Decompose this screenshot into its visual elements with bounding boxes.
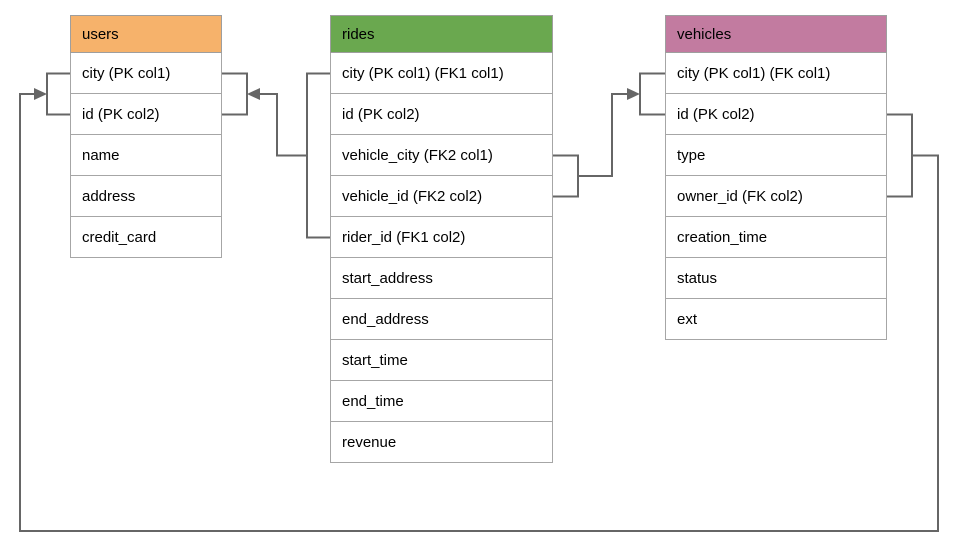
table-vehicles: vehicles city (PK col1) (FK col1) id (PK … bbox=[665, 15, 887, 340]
table-row: start_time bbox=[330, 340, 553, 381]
table-row: end_time bbox=[330, 381, 553, 422]
table-row: type bbox=[665, 135, 887, 176]
table-title: users bbox=[82, 25, 119, 43]
table-row: status bbox=[665, 258, 887, 299]
fk2-arrowhead-icon bbox=[627, 88, 640, 100]
column-label: creation_time bbox=[677, 228, 768, 246]
column-label: city (PK col1) bbox=[82, 64, 171, 82]
fk3-arrowhead-icon bbox=[34, 88, 47, 100]
column-label: start_address bbox=[342, 269, 433, 287]
table-row: city (PK col1) (FK col1) bbox=[665, 53, 887, 94]
table-row: address bbox=[70, 176, 222, 217]
table-row: credit_card bbox=[70, 217, 222, 258]
fk2-vehicles-bracket bbox=[639, 72, 665, 116]
table-row: ext bbox=[665, 299, 887, 340]
fk3-users-bracket bbox=[46, 72, 70, 116]
column-label: vehicle_city (FK2 col1) bbox=[342, 146, 493, 164]
table-vehicles-rows: city (PK col1) (FK col1) id (PK col2) type… bbox=[665, 53, 887, 340]
column-label: end_time bbox=[342, 392, 404, 410]
fk3-link-line bbox=[19, 93, 939, 532]
column-label: id (PK col2) bbox=[82, 105, 160, 123]
column-label: address bbox=[82, 187, 136, 205]
table-row: end_address bbox=[330, 299, 553, 340]
fk1-users-bracket bbox=[222, 72, 248, 116]
column-label: id (PK col2) bbox=[677, 105, 755, 123]
table-row: creation_time bbox=[665, 217, 887, 258]
table-row: vehicle_id (FK2 col2) bbox=[330, 176, 553, 217]
fk1-link-line bbox=[259, 93, 307, 157]
table-row: vehicle_city (FK2 col1) bbox=[330, 135, 553, 176]
fk1-arrowhead-icon bbox=[247, 88, 260, 100]
column-label: status bbox=[677, 269, 718, 287]
column-label: city (PK col1) (FK1 col1) bbox=[342, 64, 504, 82]
column-label: revenue bbox=[342, 433, 397, 451]
table-row: city (PK col1) (FK1 col1) bbox=[330, 53, 553, 94]
fk2-rides-bracket bbox=[553, 154, 579, 198]
table-row: rider_id (FK1 col2) bbox=[330, 217, 553, 258]
fk1-rides-bracket bbox=[306, 72, 330, 239]
column-label: start_time bbox=[342, 351, 408, 369]
fk3-vehicles-bracket bbox=[887, 113, 913, 198]
table-title: rides bbox=[342, 25, 375, 43]
column-label: city (PK col1) (FK col1) bbox=[677, 64, 831, 82]
table-row: start_address bbox=[330, 258, 553, 299]
table-row: id (PK col2) bbox=[665, 94, 887, 135]
table-users-rows: city (PK col1) id (PK col2) name address cre… bbox=[70, 53, 222, 258]
table-row: id (PK col2) bbox=[70, 94, 222, 135]
column-label: owner_id (FK col2) bbox=[677, 187, 803, 205]
column-label: credit_card bbox=[82, 228, 157, 246]
table-row: id (PK col2) bbox=[330, 94, 553, 135]
column-label: end_address bbox=[342, 310, 429, 328]
column-label: name bbox=[82, 146, 120, 164]
table-row: name bbox=[70, 135, 222, 176]
table-users-header: users bbox=[70, 15, 222, 53]
fk2-link-line bbox=[578, 93, 628, 177]
table-row: revenue bbox=[330, 422, 553, 463]
column-label: vehicle_id (FK2 col2) bbox=[342, 187, 483, 205]
table-users: users city (PK col1) id (PK col2) name addr… bbox=[70, 15, 222, 258]
column-label: type bbox=[677, 146, 706, 164]
column-label: rider_id (FK1 col2) bbox=[342, 228, 466, 246]
table-rides-rows: city (PK col1) (FK1 col1) id (PK col2) veh… bbox=[330, 53, 553, 463]
table-rides-header: rides bbox=[330, 15, 553, 53]
table-row: city (PK col1) bbox=[70, 53, 222, 94]
table-title: vehicles bbox=[677, 25, 732, 43]
column-label: ext bbox=[677, 310, 698, 328]
table-rides: rides city (PK col1) (FK1 col1) id (PK co… bbox=[330, 15, 553, 463]
column-label: id (PK col2) bbox=[342, 105, 420, 123]
table-row: owner_id (FK col2) bbox=[665, 176, 887, 217]
table-vehicles-header: vehicles bbox=[665, 15, 887, 53]
